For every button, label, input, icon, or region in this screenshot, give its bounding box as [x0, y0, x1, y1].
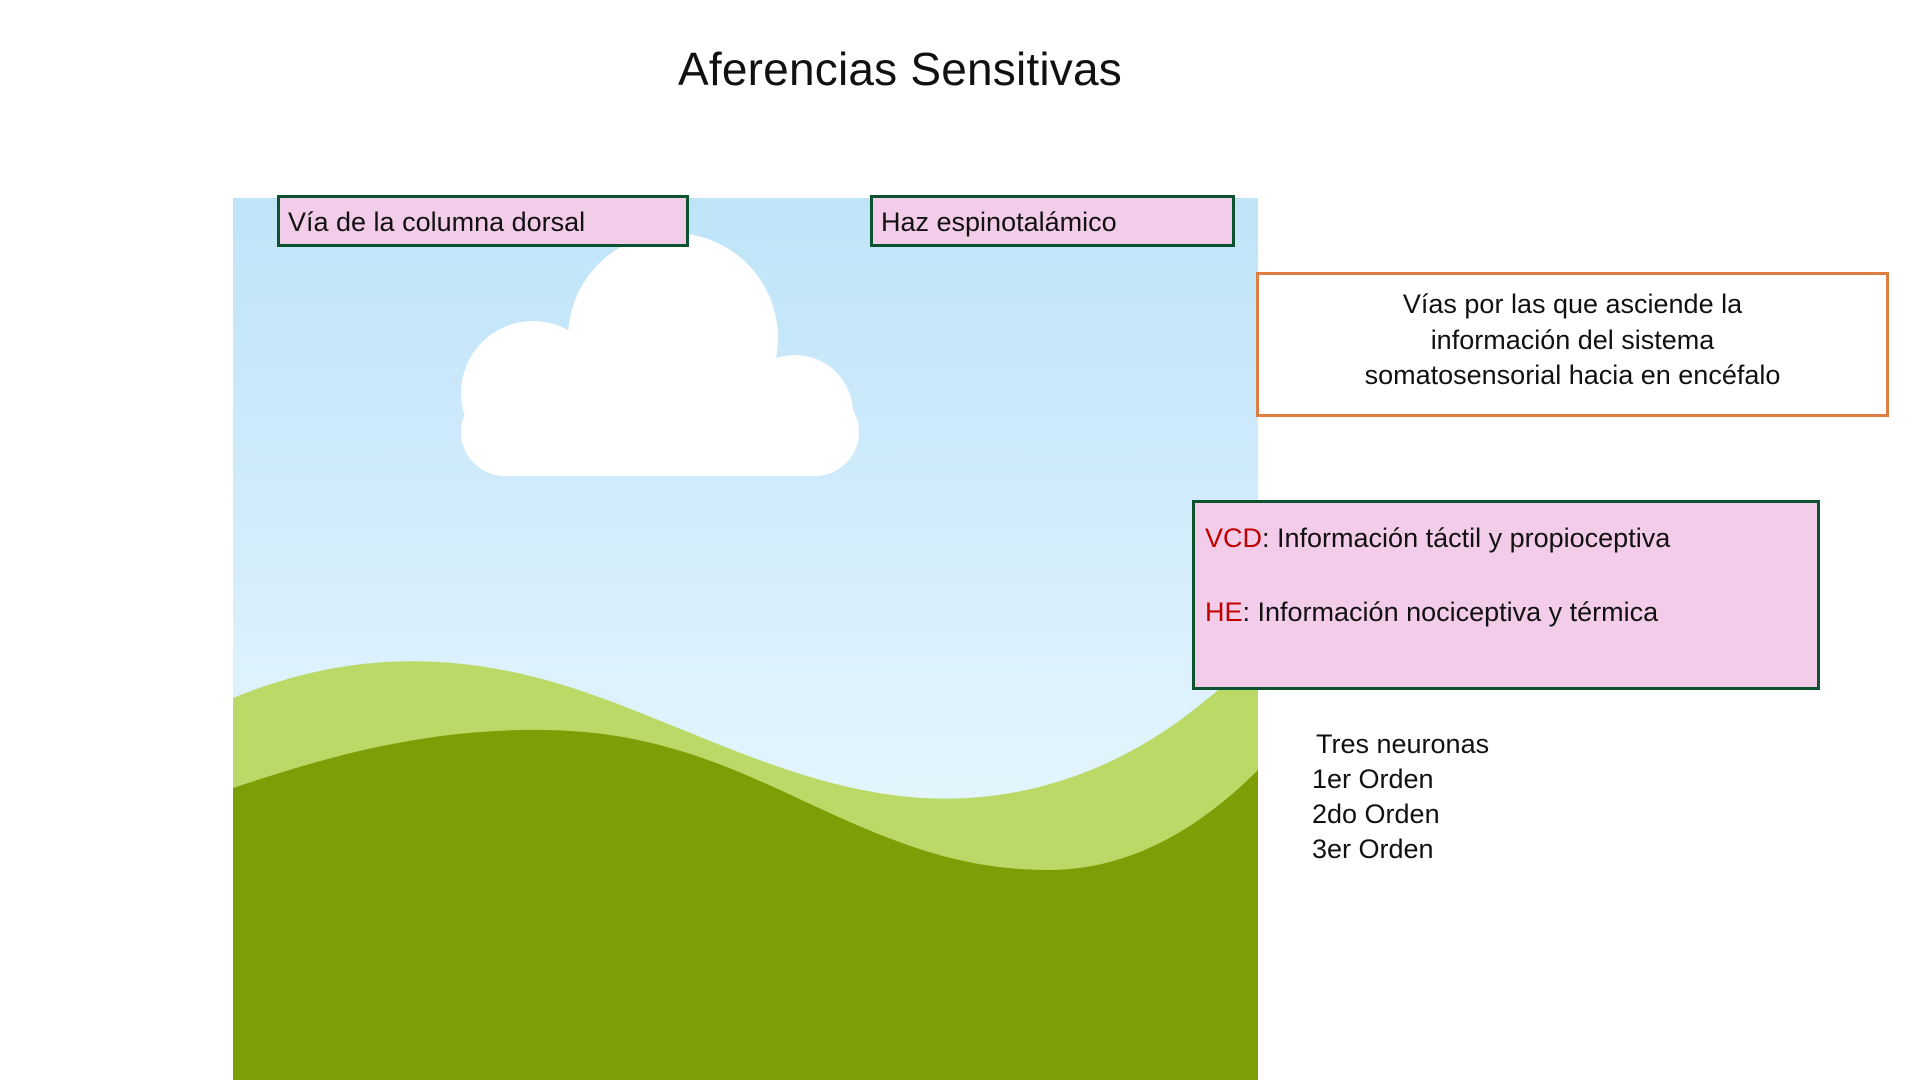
- label-spinothalamic-tract[interactable]: Haz espinotalámico: [870, 195, 1235, 247]
- legend-callout[interactable]: VCD: Información táctil y propioceptiva …: [1192, 500, 1820, 690]
- neuron-list-heading: Tres neuronas: [1316, 729, 1490, 759]
- label-dorsal-column-pathway[interactable]: Vía de la columna dorsal: [277, 195, 689, 247]
- landscape-svg: [233, 198, 1258, 1080]
- page-title: Aferencias Sensitivas: [678, 43, 1122, 95]
- neuron-list-item-3: 3er Orden: [1312, 834, 1434, 865]
- legend-text-vcd: : Información táctil y propioceptiva: [1262, 523, 1671, 553]
- neuron-list-item-2: 2do Orden: [1312, 799, 1440, 830]
- cloud-icon: [461, 233, 859, 476]
- description-line-1: Vías por las que asciende la: [1402, 289, 1743, 319]
- description-line-2: información del sistema: [1430, 324, 1715, 355]
- landscape-illustration: [233, 198, 1258, 1080]
- neuron-list-item-1: 1er Orden: [1312, 764, 1434, 795]
- legend-abbr-vcd: VCD: [1205, 523, 1263, 553]
- legend-text-he: : Información nociceptiva y térmica: [1242, 596, 1659, 627]
- legend-abbr-he: HE: [1205, 596, 1243, 627]
- legend-item-he: HE: Información nociceptiva y térmica: [1205, 595, 1805, 631]
- hill-dark: [233, 729, 1258, 1080]
- description-line-3: somatosensorial hacia en encéfalo: [1364, 360, 1781, 391]
- legend-item-vcd: VCD: Información táctil y propioceptiva: [1205, 521, 1805, 557]
- neuron-order-list: Tres neuronas 1er Orden 2do Orden 3er Or…: [1312, 727, 1490, 867]
- description-callout[interactable]: Vías por las que asciende la información…: [1256, 272, 1889, 417]
